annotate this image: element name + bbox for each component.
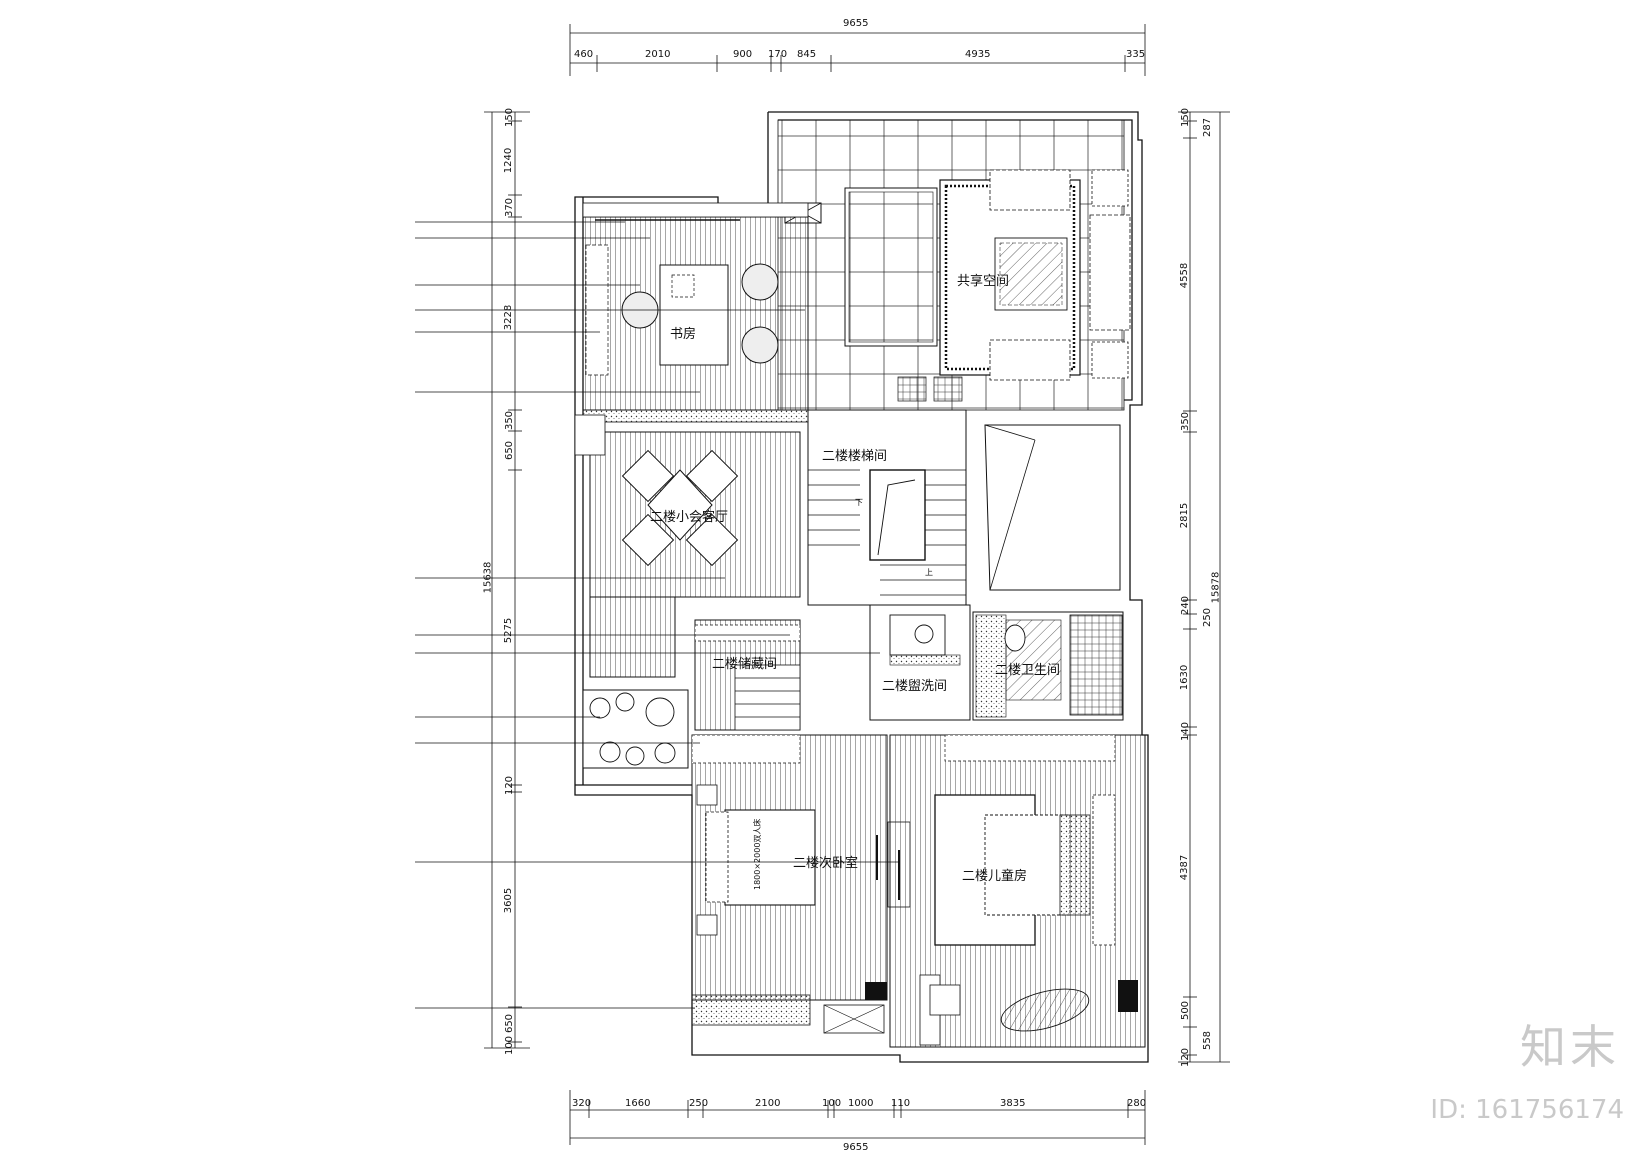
washroom-label: 二楼盥洗间	[882, 679, 947, 694]
study-room-area	[582, 202, 809, 423]
stairwell-area	[807, 409, 1121, 606]
storage-label: 二楼储藏间	[712, 657, 777, 672]
stair-down-label: 下	[855, 498, 863, 507]
small-lounge-label: 二楼小会客厅	[650, 509, 728, 525]
storage-room-area	[694, 619, 801, 731]
bathroom-label: 二楼卫生间	[995, 663, 1060, 678]
stairwell-label: 二楼楼梯间	[822, 449, 887, 464]
shared-space-label: 共享空间	[957, 273, 1009, 289]
study-label: 书房	[670, 326, 696, 342]
bottom-dimension-lines	[569, 1090, 1146, 1145]
right-dimension-lines	[1178, 111, 1230, 1063]
watermark-logo: 知末	[1520, 1020, 1620, 1074]
stair-up-label: 上	[925, 568, 933, 577]
annotation-leaders	[415, 221, 900, 1009]
watermark-id: ID: 161756174	[1430, 1095, 1624, 1125]
children-room-label: 二楼儿童房	[962, 868, 1027, 884]
children-room-area	[889, 734, 1146, 1048]
master-bedroom-area	[691, 734, 888, 1026]
left-dimension-lines	[484, 111, 530, 1049]
shared-space-area	[777, 119, 1131, 411]
washroom-area	[869, 604, 971, 721]
top-dimension-lines	[569, 24, 1146, 76]
bathroom-area	[972, 611, 1124, 721]
master-bedroom-label: 二楼次卧室	[793, 855, 858, 871]
small-lounge-area	[574, 414, 801, 769]
bed-size-label: 1800×2000双人床	[752, 819, 762, 890]
